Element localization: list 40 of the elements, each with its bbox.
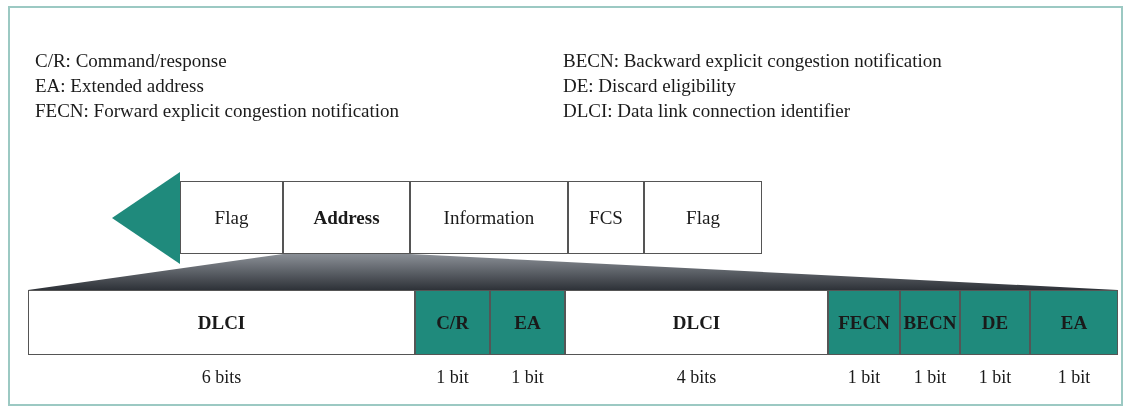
abbreviation-definition: C/R: Command/response <box>35 50 227 72</box>
address-subfield <box>960 290 1030 355</box>
address-subfield <box>1030 290 1118 355</box>
abbreviation-definition: DLCI: Data link connection identifier <box>563 100 851 122</box>
abbreviation-definition: EA: Extended address <box>35 75 204 97</box>
field-name: C/R <box>436 311 469 334</box>
field-name: DLCI <box>672 311 721 334</box>
field-name: FCS <box>589 206 623 229</box>
address-subfield <box>828 290 900 355</box>
address-subfield <box>900 290 960 355</box>
abbreviation-definition: DE: Discard eligibility <box>563 75 737 97</box>
bit-count-label: 6 bits <box>200 367 243 388</box>
bit-count-label: 1 bit <box>846 367 882 388</box>
bit-count-label: 1 bit <box>912 367 948 388</box>
address-subfield <box>490 290 565 355</box>
field-name: EA <box>1060 311 1088 334</box>
frame-field <box>180 181 283 254</box>
frame-field <box>410 181 568 254</box>
frame-field <box>568 181 644 254</box>
field-name: Information <box>443 206 535 229</box>
frame-field <box>283 181 410 254</box>
address-subfield <box>565 290 828 355</box>
field-name: EA <box>514 311 541 334</box>
bit-count-label: 1 bit <box>977 367 1013 388</box>
field-name: FECN <box>838 311 890 334</box>
bit-count-label: 1 bit <box>1056 367 1092 388</box>
field-name: DE <box>981 311 1009 334</box>
frame-field <box>644 181 762 254</box>
abbreviation-definition: BECN: Backward explicit congestion notification <box>563 50 942 72</box>
bit-count-label: 4 bits <box>675 367 718 388</box>
abbreviation-definition: FECN: Forward explicit congestion notification <box>35 100 400 122</box>
field-name: Address <box>313 206 380 229</box>
field-name: Flag <box>686 206 720 229</box>
bit-count-label: 1 bit <box>510 367 545 388</box>
address-subfield <box>415 290 490 355</box>
field-name: DLCI <box>197 311 246 334</box>
address-subfield <box>28 290 415 355</box>
field-name: Flag <box>214 206 249 229</box>
bit-count-label: 1 bit <box>435 367 470 388</box>
field-name: BECN <box>903 311 957 334</box>
